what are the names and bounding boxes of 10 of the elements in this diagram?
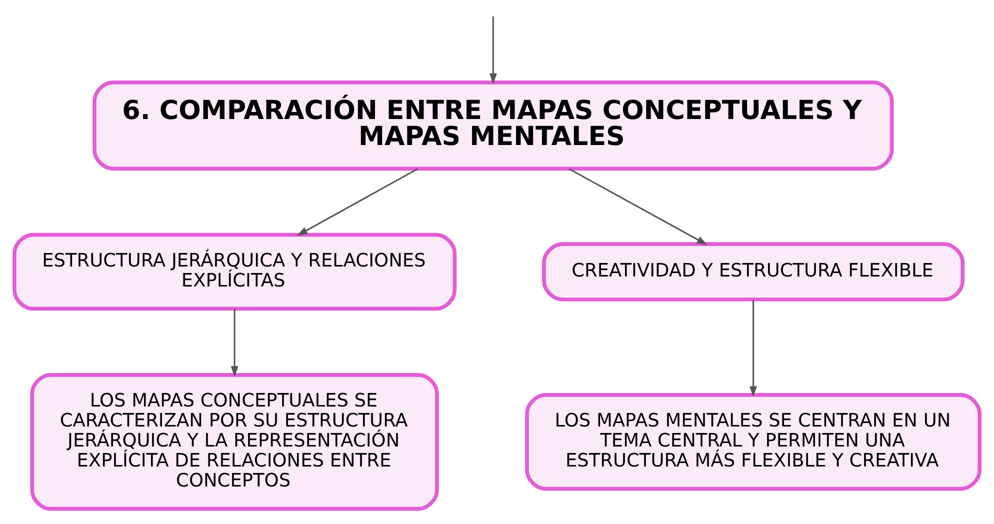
node-box: CREATIVIDAD Y ESTRUCTURA FLEXIBLE bbox=[542, 242, 965, 302]
node-box: LOS MAPAS MENTALES SE CENTRAN EN UN TEMA CENTRAL Y PERMITEN UNA ESTRUCTURA MÁS FLEXIBLE Y CREATIVA bbox=[525, 393, 982, 491]
node-box: 6. COMPARACIÓN ENTRE MAPAS CONCEPTUALES Y MAPAS MENTALES bbox=[92, 80, 894, 171]
arrow bbox=[489, 16, 497, 84]
arrow bbox=[568, 168, 708, 246]
node-box: LOS MAPAS CONCEPTUALES SE CARACTERIZAN POR SU ESTRUCTURA JERÁRQUICA Y LA REPRESENTACIÓN EXPLÍCITA DE RELACIONES ENTRE CONCEPTOS bbox=[30, 373, 439, 511]
arrow bbox=[296, 168, 418, 236]
arrow bbox=[230, 308, 238, 377]
node-box: ESTRUCTURA JERÁRQUICA Y RELACIONES EXPLÍCITAS bbox=[12, 232, 457, 311]
arrow bbox=[750, 300, 758, 397]
